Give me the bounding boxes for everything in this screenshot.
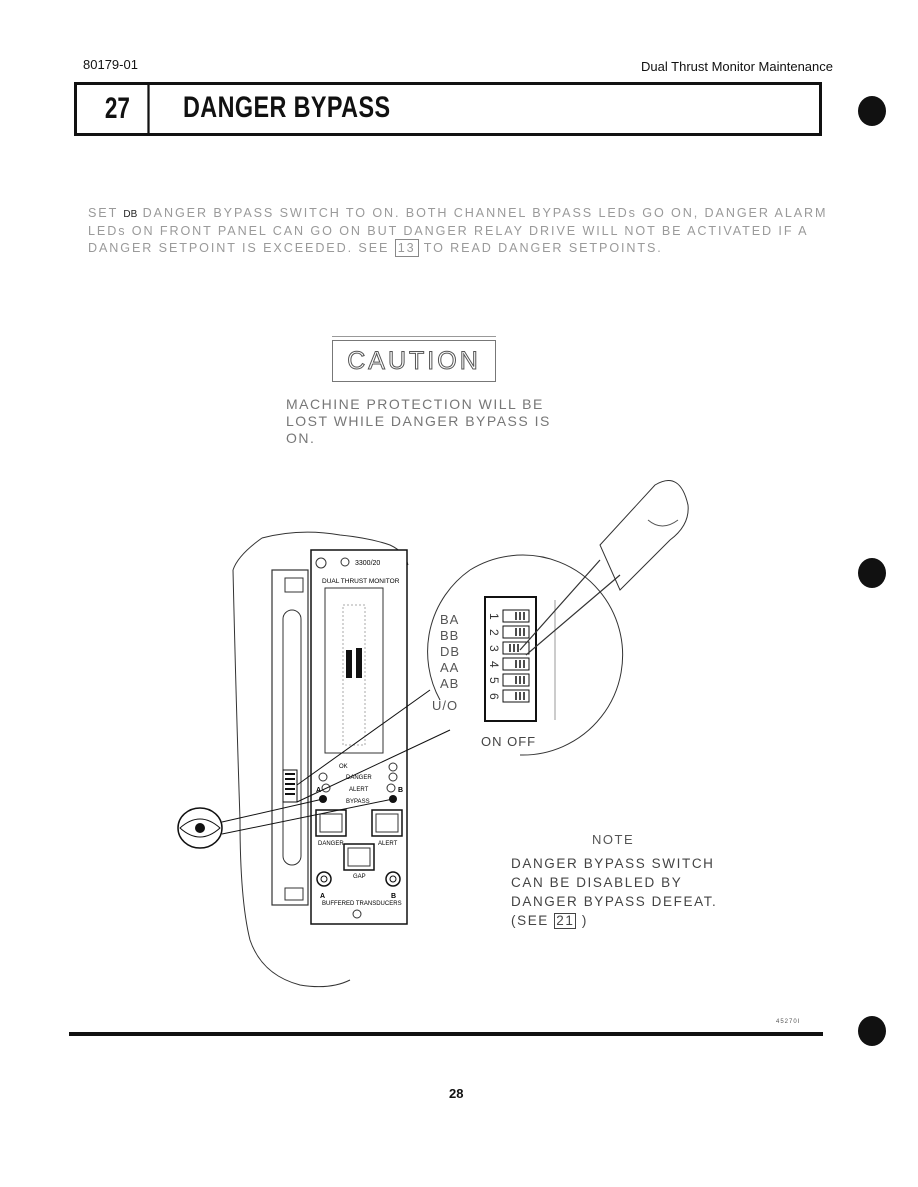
rail-slot xyxy=(282,609,302,866)
danger-button-label: DANGER xyxy=(318,841,344,847)
gap-button-face xyxy=(347,847,371,867)
caution-label: CAUTION xyxy=(347,346,481,375)
connector-b-center xyxy=(389,875,397,883)
binder-hole-mark xyxy=(858,558,886,588)
module-diagram: 3300/20 DUAL THRUST MONITOR OK DANGER A … xyxy=(177,480,689,988)
module-name: DUAL THRUST MONITOR xyxy=(322,578,400,585)
dip-switch-module-bars xyxy=(285,773,295,795)
channel-b-label: B xyxy=(398,787,403,794)
switch-labels: BA BB DB AA AB U/O xyxy=(432,612,460,713)
danger-led-label: DANGER xyxy=(346,775,372,781)
dip-switch-positions xyxy=(502,609,530,703)
connector-b-label: B xyxy=(391,893,396,900)
document-number: 80179-01 xyxy=(83,57,138,72)
manual-title: Dual Thrust Monitor Maintenance xyxy=(641,59,833,74)
led-danger-b xyxy=(388,772,398,782)
switch-code: DB xyxy=(123,209,138,220)
bargraph-scale xyxy=(342,604,366,746)
channel-a-label: A xyxy=(316,787,321,794)
magnified-view-outline xyxy=(469,554,624,756)
switch-label-db: DB xyxy=(440,644,460,659)
callout-line xyxy=(221,798,394,835)
section-number: 27 xyxy=(87,85,150,133)
gap-button-label: GAP xyxy=(353,874,366,880)
connector-a-icon xyxy=(316,871,332,887)
led-ok-b xyxy=(388,762,398,772)
switch-number-4: 4 xyxy=(487,661,501,668)
screw-icon xyxy=(352,909,362,919)
screwdriver-shaft-icon xyxy=(519,559,621,656)
led-ok-a xyxy=(318,772,328,782)
alert-button-label: ALERT xyxy=(378,841,398,847)
magnified-view-outline xyxy=(427,569,471,701)
switch-number-5: 5 xyxy=(487,677,501,684)
ok-label: OK xyxy=(339,764,348,770)
mounting-rail xyxy=(271,569,309,906)
procedure-text: SET DB DANGER BYPASS SWITCH TO ON. BOTH … xyxy=(88,205,848,257)
switch-grips xyxy=(509,612,525,700)
switch-label-uo: U/O xyxy=(432,698,458,713)
danger-button-face xyxy=(319,813,343,833)
eye-icon-lid xyxy=(179,818,221,838)
switch-number-1: 1 xyxy=(487,613,501,620)
switch-numbers: 1 2 3 4 5 6 xyxy=(487,613,501,700)
callout-line xyxy=(296,689,431,786)
screw-icon xyxy=(315,557,327,569)
note-text: DANGER BYPASS SWITCH CAN BE DISABLED BY … xyxy=(511,856,718,909)
binder-hole-mark xyxy=(858,96,886,126)
switch-label-bb: BB xyxy=(440,628,459,643)
figure-id: 45270I xyxy=(776,1019,801,1025)
switch-label-aa: AA xyxy=(440,660,459,675)
switch-label-ab: AB xyxy=(440,676,459,691)
led-alert-a xyxy=(321,783,331,793)
alert-led-label: ALERT xyxy=(349,787,369,793)
section-reference-13[interactable]: 13 xyxy=(394,239,419,257)
connector-a-label: A xyxy=(320,893,325,900)
bargraph-display xyxy=(324,587,384,754)
note-see-suffix: ) xyxy=(576,913,588,928)
note-body: DANGER BYPASS SWITCH CAN BE DISABLED BY … xyxy=(511,854,751,930)
note-title: NOTE xyxy=(592,832,635,847)
section-title-box: 27 DANGER BYPASS xyxy=(74,82,822,136)
alert-button-face xyxy=(375,813,399,833)
switch-number-3: 3 xyxy=(487,645,501,652)
connector-b-icon xyxy=(385,871,401,887)
switch-number-6: 6 xyxy=(487,693,501,700)
eye-icon-pupil xyxy=(195,823,205,833)
module-model: 3300/20 xyxy=(355,560,380,567)
procedure-part3: TO READ DANGER SETPOINTS. xyxy=(418,241,663,255)
screwdriver-handle-detail xyxy=(647,519,679,527)
connector-a-center xyxy=(320,875,328,883)
footer-rule xyxy=(69,1032,823,1036)
switch-label-ba: BA xyxy=(440,612,459,627)
section-title: DANGER BYPASS xyxy=(183,91,391,124)
buffered-transducers-label: BUFFERED TRANSDUCERS xyxy=(322,901,402,907)
led-alert-b xyxy=(386,783,396,793)
switch-number-2: 2 xyxy=(487,629,501,636)
rail-clip xyxy=(284,577,304,901)
caution-box: CAUTION xyxy=(332,336,496,382)
bargraph-bar-a xyxy=(346,650,352,678)
bargraph-bar-b xyxy=(356,648,362,678)
procedure-part2: DANGER BYPASS SWITCH TO ON. BOTH CHANNEL… xyxy=(88,206,828,255)
screwdriver-handle-icon xyxy=(599,480,689,591)
on-off-label: ON OFF xyxy=(481,734,536,749)
bypass-led-label: BYPASS xyxy=(346,799,370,805)
caution-message: MACHINE PROTECTION WILL BE LOST WHILE DA… xyxy=(286,396,551,446)
procedure-part1: SET xyxy=(88,206,124,220)
note-see-prefix: (SEE xyxy=(511,913,555,928)
screw-icon xyxy=(340,557,350,567)
callout-line xyxy=(221,798,324,823)
binder-hole-mark xyxy=(858,1016,886,1046)
page-number: 28 xyxy=(449,1086,464,1101)
section-reference-21[interactable]: 21 xyxy=(554,913,577,929)
callout-line xyxy=(296,729,451,803)
